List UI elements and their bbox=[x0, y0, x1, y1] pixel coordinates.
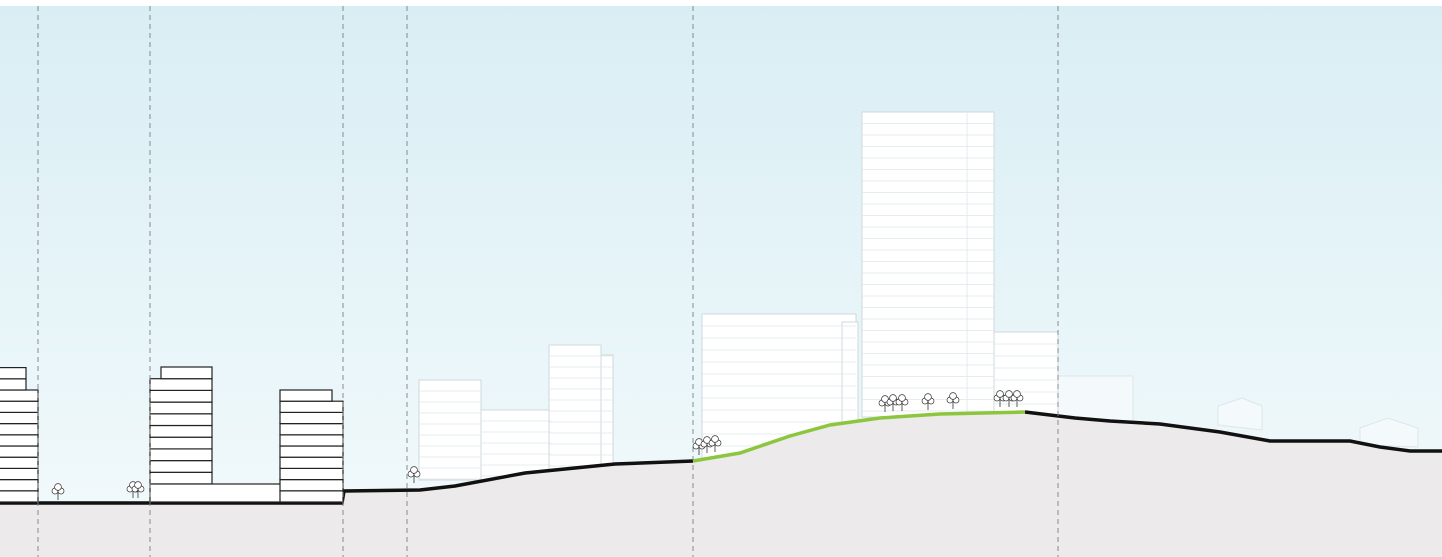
bg-building-4b bbox=[841, 321, 859, 423]
building-c-floor bbox=[279, 445, 344, 458]
building-b-floor bbox=[160, 366, 213, 380]
green-park-segment bbox=[692, 410, 1026, 463]
building-b-floor bbox=[149, 448, 213, 462]
background-floor-lines bbox=[419, 123, 1058, 480]
building-b-floor bbox=[149, 413, 213, 427]
building-b-floor bbox=[149, 424, 213, 438]
building-c-floor bbox=[279, 479, 344, 492]
ground-profile-line-east bbox=[1024, 410, 1442, 453]
building-a-floor bbox=[0, 490, 39, 503]
building-a-floor bbox=[0, 423, 39, 436]
building-c-floor bbox=[279, 423, 344, 436]
building-b-floor bbox=[149, 471, 213, 485]
bg-building-3b bbox=[600, 354, 614, 471]
building-a-floor bbox=[0, 389, 39, 402]
building-a-floor bbox=[0, 400, 39, 414]
building-a-floor bbox=[0, 411, 39, 425]
bg-building-1 bbox=[418, 379, 482, 481]
building-b-floor bbox=[149, 436, 213, 450]
bg-building-5 bbox=[993, 331, 1059, 418]
building-b-floor bbox=[149, 389, 213, 403]
building-c-floor bbox=[279, 434, 344, 447]
building-b-floor bbox=[149, 460, 213, 473]
building-a-floor bbox=[0, 434, 39, 447]
building-c-floor bbox=[279, 490, 344, 503]
bg-building-3 bbox=[548, 344, 602, 476]
foreground-buildings bbox=[0, 366, 344, 503]
building-c-floor bbox=[279, 400, 344, 414]
top-margin bbox=[0, 0, 1442, 6]
building-c-floor bbox=[279, 411, 344, 425]
building-b-floor bbox=[149, 401, 213, 415]
building-b-floor bbox=[149, 378, 213, 392]
distant-buildings bbox=[1057, 375, 1419, 448]
building-a-floor bbox=[0, 367, 27, 380]
building-a-floor bbox=[0, 378, 27, 391]
building-a-floor bbox=[0, 479, 39, 492]
building-c-floor bbox=[279, 389, 333, 402]
building-a-floor bbox=[0, 456, 39, 470]
building-a-floor bbox=[0, 445, 39, 458]
building-c-floor bbox=[279, 456, 344, 470]
ground-mass bbox=[0, 412, 1442, 557]
section-guide-lines bbox=[37, 6, 1059, 557]
building-c-floor bbox=[279, 467, 344, 481]
building-a-floor bbox=[0, 467, 39, 481]
tower bbox=[861, 111, 995, 418]
bg-building-2 bbox=[480, 409, 552, 481]
